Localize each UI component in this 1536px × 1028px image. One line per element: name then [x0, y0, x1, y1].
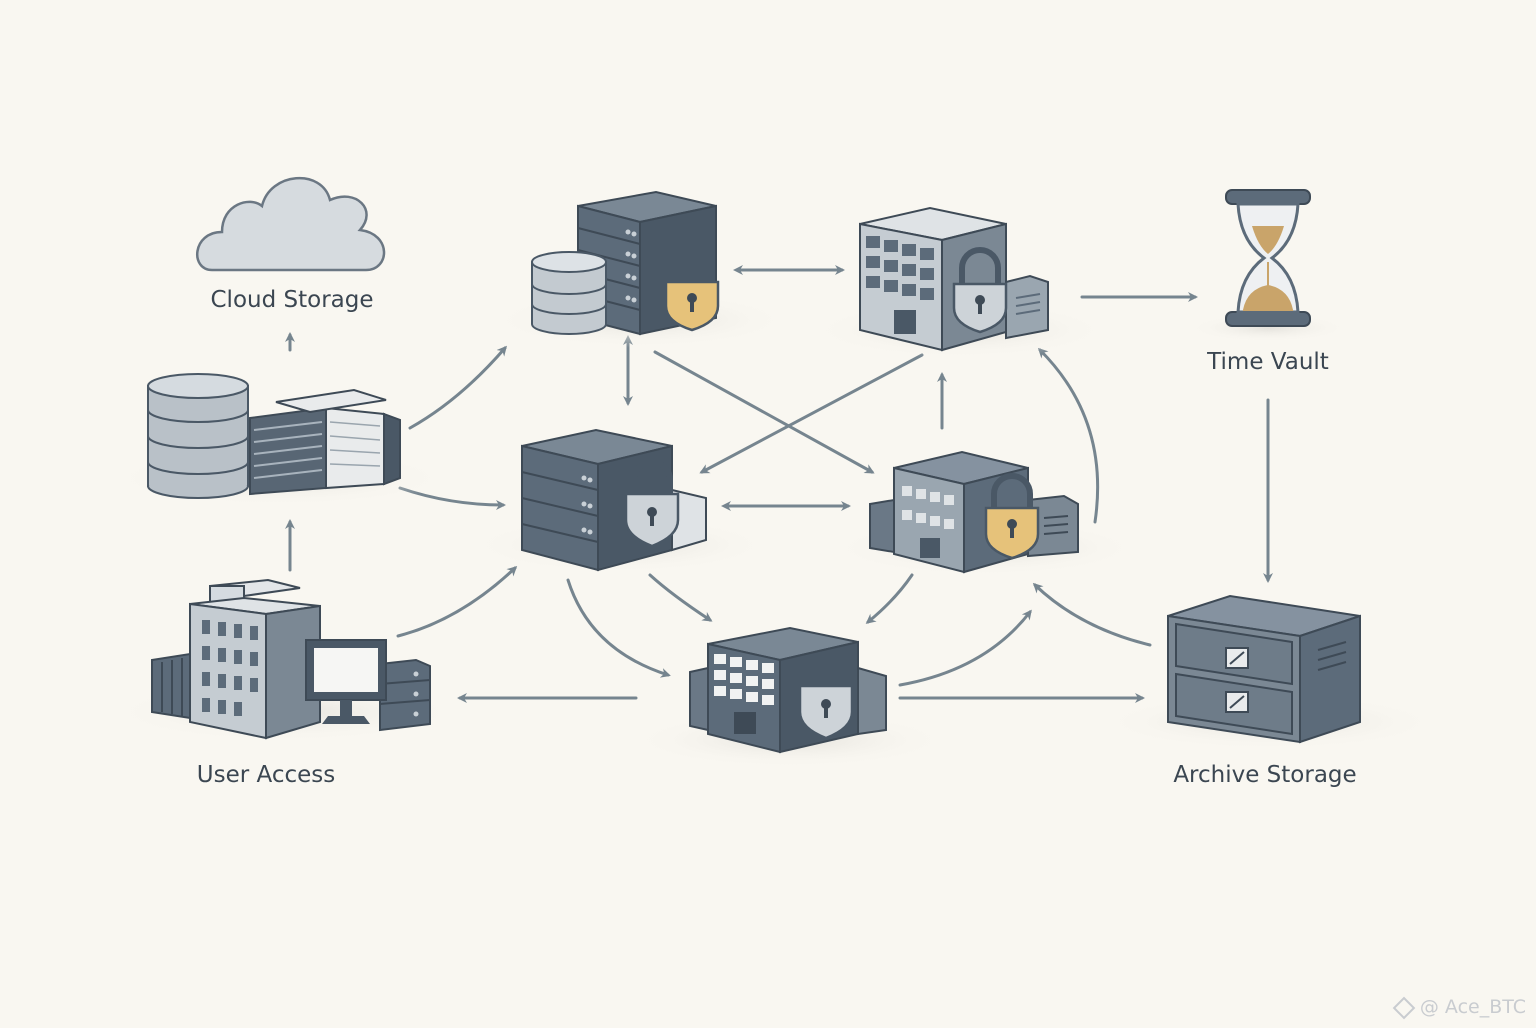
- time-vault-label: Time Vault: [1207, 349, 1329, 375]
- lock-icon: [952, 247, 1008, 334]
- user-access-label: User Access: [196, 762, 336, 788]
- cloud-icon: [196, 176, 386, 272]
- archive-storage-node: [1100, 594, 1440, 750]
- user-access-node: [110, 578, 460, 742]
- office-building-icon: [151, 578, 321, 740]
- lock-icon: [664, 247, 720, 332]
- connection-arrows: [285, 265, 1273, 703]
- arrow-mid-server-curve-to-bottom: [566, 578, 671, 678]
- arrow-hq-to-mid-server: [699, 353, 924, 474]
- data-center-node: [110, 373, 450, 506]
- computer-server-icon: [379, 658, 431, 732]
- arrow-data-to-top-server: [408, 345, 507, 430]
- top-server-node: [490, 190, 790, 348]
- hourglass-icon: [1225, 189, 1311, 327]
- cloud-storage-node: [196, 176, 386, 272]
- office-building-icon: [859, 206, 1049, 352]
- watermark-text: @ Ace_BTC: [1419, 996, 1526, 1018]
- office-building-icon: [689, 626, 887, 754]
- cloud-storage-label: Cloud Storage: [210, 287, 374, 313]
- right-building-node: [830, 450, 1140, 576]
- office-building-icon: [869, 450, 1079, 574]
- arrow-right-bldg-to-bottom-bldg: [865, 573, 914, 624]
- server-rack-icon: [521, 428, 707, 572]
- arrow-user-to-mid-server: [396, 565, 518, 638]
- mid-server-node: [470, 428, 770, 573]
- arrow-bottom-curve-to-right-bldg: [898, 609, 1032, 687]
- arrow-right-bldg-curve-to-hq: [1037, 347, 1100, 524]
- watermark: @ Ace_BTC: [1392, 996, 1526, 1019]
- watermark-logo-icon: [1392, 996, 1416, 1019]
- database-icon: [531, 251, 607, 335]
- server-blades-icon: [249, 388, 401, 496]
- database-icon: [147, 373, 249, 499]
- lock-icon: [984, 473, 1040, 560]
- hq-building-node: [810, 206, 1110, 358]
- arrow-mid-server-to-bottom-bldg: [648, 573, 713, 622]
- archive-storage-label: Archive Storage: [1173, 762, 1357, 788]
- arrow-top-server-to-right-bldg: [653, 350, 875, 474]
- arrow-archive-to-right-bldg: [1032, 582, 1152, 647]
- lock-icon: [624, 459, 680, 548]
- time-vault-node: [1188, 189, 1348, 342]
- bottom-building-node: [630, 626, 950, 768]
- lock-icon: [798, 651, 854, 740]
- filing-cabinet-icon: [1167, 594, 1361, 744]
- monitor-icon: [305, 639, 387, 724]
